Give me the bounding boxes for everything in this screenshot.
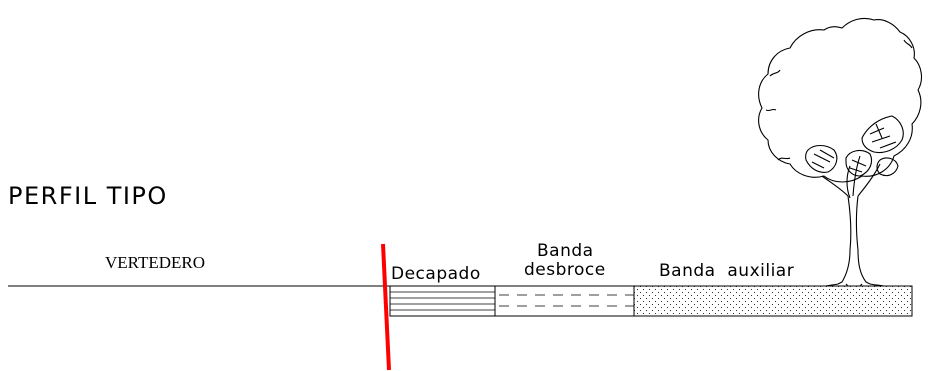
band-label-decapado: Decapado <box>391 264 481 284</box>
band-label-desbroce-line1: Banda <box>537 241 594 261</box>
band-label-desbroce-line2: desbroce <box>524 260 606 280</box>
band-decapado <box>389 285 496 317</box>
band-auxiliar <box>633 285 913 317</box>
tree-icon <box>758 17 923 287</box>
boundary-marker <box>381 243 391 371</box>
vertedero-label: VERTEDERO <box>105 253 205 272</box>
band-label-auxiliar: Banda auxiliar <box>659 261 794 281</box>
drawing-title: PERFIL TIPO <box>8 182 168 210</box>
band-desbroce <box>494 285 635 317</box>
